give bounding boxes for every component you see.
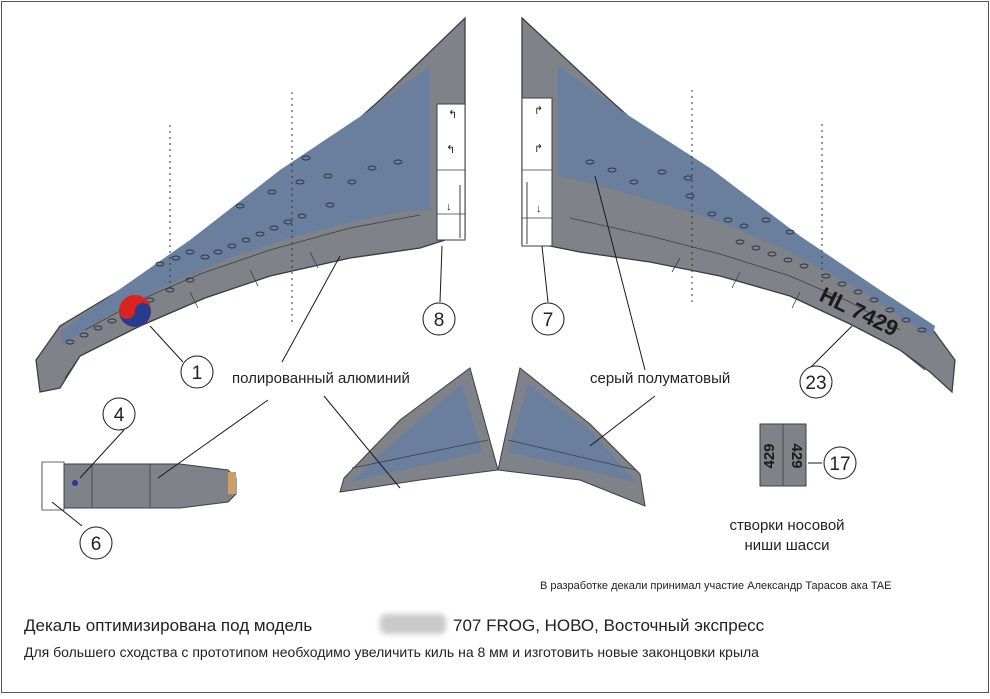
svg-text:23: 23	[805, 373, 826, 394]
leader-lines	[51, 175, 853, 527]
polished-aluminum-label: полированный алюминий	[232, 370, 410, 387]
footer-line1-a: Декаль оптимизирована под модель	[24, 616, 313, 635]
door-text-left: 429	[761, 443, 778, 468]
footer-line1-b: 707 FROG, НОВО, Восточный экспресс	[453, 616, 765, 635]
svg-text:↰: ↰	[446, 144, 455, 156]
model-name-blur	[380, 614, 446, 634]
callout-23: 23	[799, 365, 833, 399]
engine-pod	[41, 461, 237, 511]
svg-text:7: 7	[543, 310, 554, 331]
svg-text:↓: ↓	[446, 201, 452, 213]
nose-gear-label: створки носовой ниши шасси	[729, 517, 845, 554]
callout-1: 1	[180, 355, 214, 389]
callout-4: 4	[102, 397, 136, 431]
svg-text:8: 8	[434, 310, 445, 331]
right-stabilizer	[497, 367, 646, 507]
left-wing: ↰ ↰ ↓	[35, 16, 466, 393]
svg-text:1: 1	[192, 363, 203, 384]
callout-7: 7	[531, 302, 565, 336]
svg-text:6: 6	[91, 534, 102, 555]
svg-text:↓: ↓	[536, 203, 542, 215]
svg-text:17: 17	[829, 454, 850, 475]
grey-semimatte-label: серый полуматовый	[590, 370, 731, 387]
svg-text:4: 4	[114, 405, 125, 426]
callout-17: 17	[823, 446, 857, 480]
callout-6: 6	[79, 526, 113, 560]
credit-text: В разработке декали принимал участие Але…	[540, 580, 892, 592]
nose-gear-doors: 429 429	[759, 423, 807, 487]
door-text-right: 429	[788, 443, 805, 468]
svg-text:↰: ↰	[448, 109, 457, 121]
svg-text:↱: ↱	[534, 143, 543, 155]
right-wing: ↱ ↱ ↓ HL 7429	[521, 16, 956, 394]
svg-text:↱: ↱	[534, 105, 543, 117]
footer-line2: Для большего сходства с прототипом необх…	[24, 644, 759, 660]
callout-8: 8	[422, 302, 456, 336]
